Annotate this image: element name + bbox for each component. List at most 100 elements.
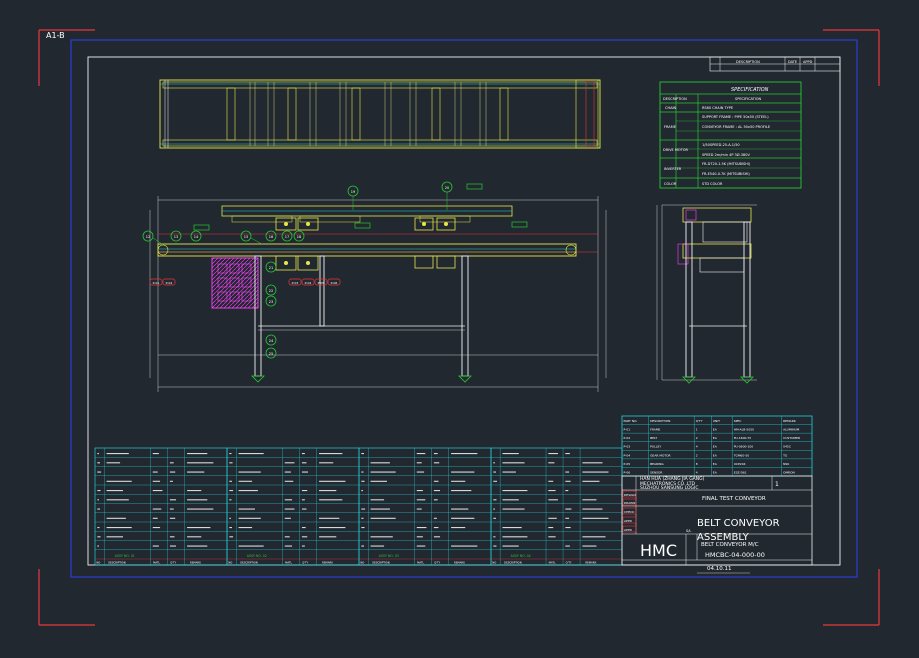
sheet-number: 1	[775, 481, 779, 488]
parts-cell: 2	[696, 453, 698, 457]
spec-col1-header: DESCRIPTION	[663, 97, 687, 101]
bom-header-cell: DESCRIPTION	[240, 561, 258, 565]
callout-tag[interactable]: P-03	[288, 278, 302, 286]
parts-cell: BELT	[650, 436, 657, 440]
balloon[interactable]: 18	[293, 230, 305, 242]
bom-tables: ASSY NO. 01 NO DESCRIPTION MATL Q'TY REMARK AS…	[94, 447, 623, 566]
parts-cell: TG	[782, 453, 788, 457]
balloon-group: 12 13 14 15 16 17 18 19 20 21 22 23 24 2…	[142, 181, 453, 359]
parts-cell: HM-ALB-5050	[734, 428, 754, 432]
bom-group-label: ASSY NO. 03	[379, 554, 399, 558]
balloon[interactable]: 15	[240, 230, 252, 242]
parts-cell: P-01	[624, 428, 631, 432]
company-logo: HMC	[640, 541, 677, 560]
company-name-1: HAN HUA (ZHANG JIA GANG)	[640, 476, 705, 482]
title-block: DESIGN DRAWN CHECK APPD APPD HAN HUA (ZH…	[621, 475, 813, 574]
parts-cell: 2	[696, 436, 698, 440]
scale-label: S/L	[686, 529, 691, 533]
bom-header-cell: MATL	[285, 561, 292, 565]
balloon[interactable]: 13	[170, 230, 182, 242]
bom-header-cell: REMARK	[322, 561, 333, 565]
svg-text:P-05: P-05	[318, 281, 325, 285]
balloon[interactable]: 24	[265, 334, 277, 346]
svg-text:P-04: P-04	[305, 281, 312, 285]
parts-cell: 8	[696, 462, 698, 466]
parts-cell: S45C	[783, 445, 791, 449]
parts-cell: SENSOR	[650, 470, 662, 474]
callout-tag[interactable]: P-04	[301, 278, 315, 286]
parts-cell: EA	[713, 453, 718, 457]
drawing-title-2: ASSEMBLY	[697, 532, 750, 543]
parts-header-cell: UNIT	[713, 419, 720, 423]
tb-row-drawn: DRAWN	[624, 501, 635, 505]
spec-row-chain: CHAIN	[665, 106, 677, 110]
bom-header-cell: NO	[492, 561, 496, 565]
balloon[interactable]: 12	[142, 230, 154, 242]
parts-cell: PU-0600-100	[734, 445, 754, 449]
parts-cell: P-05	[624, 462, 631, 466]
parts-cell: EA	[713, 470, 718, 474]
spec-row-color: COLOR	[664, 182, 677, 186]
balloon[interactable]: 20	[441, 181, 453, 193]
parts-cell: PULLEY	[650, 445, 661, 449]
balloon[interactable]: 21	[265, 261, 277, 273]
svg-text:18: 18	[297, 235, 301, 239]
balloon[interactable]: 19	[347, 185, 359, 197]
spec-frame-value2: CONVEYOR FRAME : AL 50x50 PROFILE	[702, 125, 770, 129]
drawing-title-1: BELT CONVEYOR	[697, 518, 780, 529]
callout-tag[interactable]: P-02	[162, 278, 176, 286]
company-name-3: SUZHOU SANSUNG LOGIC	[640, 485, 698, 491]
tb-row-appd-2: APPD	[624, 528, 633, 532]
balloon[interactable]: 22	[265, 284, 277, 296]
spec-row-drive: DRIVE MOTOR	[663, 148, 689, 152]
spec-color-value: STD COLOR	[702, 182, 723, 186]
balloon[interactable]: 17	[281, 230, 293, 242]
spec-chain-value: RS60 CHAIN TYPE	[702, 106, 733, 110]
callout-tag[interactable]: P-05	[314, 278, 328, 286]
parts-cell: 1	[696, 428, 698, 432]
bom-header-cell: Q'TY	[302, 561, 308, 565]
parts-cell: 4	[696, 470, 698, 474]
drawing-subtitle: BELT CONVEYOR M/C	[701, 542, 759, 548]
rev-col-appd: APPD	[803, 60, 813, 64]
revision-table: DESCRIPTION DATE APPD	[709, 56, 841, 72]
balloon[interactable]: 14	[190, 230, 202, 242]
bom-header-cell: MATL	[417, 561, 424, 565]
spec-inverter-value2: FR-E540-0.7K (MITSUBISHI)	[702, 172, 750, 176]
parts-header-cell: PART NO.	[624, 419, 638, 423]
svg-text:14: 14	[194, 235, 199, 239]
svg-text:13: 13	[174, 235, 178, 239]
spec-title: SPECIFICATION	[731, 87, 769, 93]
balloon[interactable]: 23	[265, 295, 277, 307]
bom-table-frame	[358, 447, 492, 566]
parts-cell: P-03	[624, 445, 631, 449]
balloon[interactable]: 25	[265, 347, 277, 359]
parts-cell: ALUMINUM	[783, 428, 800, 432]
parts-cell: EA	[713, 462, 718, 466]
drawing-number: HMCBC-04-000-00	[705, 551, 765, 559]
bom-header-cell: Q'TY	[566, 561, 572, 565]
callout-tag[interactable]: P-06	[327, 278, 341, 286]
project-name: FINAL TEST CONVEYOR	[702, 496, 766, 502]
parts-header-cell: DESCRIPTION	[650, 419, 670, 423]
parts-cell: CUSTOMER	[783, 436, 800, 440]
spec-inverter-value1: FR-D720-1.5K (MITSUBISHI)	[702, 162, 751, 166]
plan-view	[159, 79, 601, 149]
bom-group-label: ASSY NO. 01	[115, 554, 135, 558]
sheet-size-label: A1-B	[46, 31, 65, 40]
rev-col-desc: DESCRIPTION	[736, 60, 760, 64]
parts-cell: EA	[713, 428, 718, 432]
svg-text:25: 25	[269, 352, 273, 356]
svg-text:19: 19	[351, 190, 355, 194]
bom-table-frame	[490, 447, 623, 566]
bom-header-cell: NO	[96, 561, 100, 565]
spec-row-frame: FRAME	[664, 125, 676, 129]
company-name-2: MECHATRONICS CO.,LTD	[640, 481, 696, 487]
bom-header-cell: NO	[360, 561, 364, 565]
balloon[interactable]: 16	[265, 230, 277, 242]
parts-header-cell: REMARK	[783, 419, 797, 423]
svg-text:20: 20	[445, 186, 449, 190]
callout-tag[interactable]: P-01	[149, 278, 163, 286]
